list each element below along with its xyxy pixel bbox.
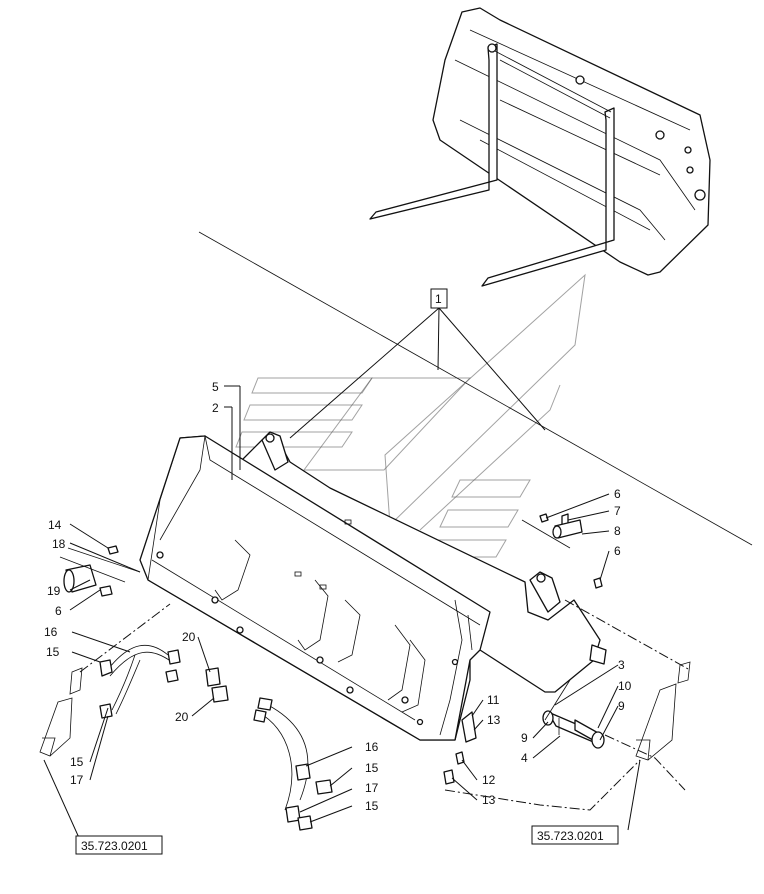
callout-20: 20 (182, 630, 196, 644)
bucket-fork-assembly (369, 7, 711, 287)
callout-10: 10 (618, 679, 632, 693)
right-cylinder-bracket (635, 661, 691, 761)
callout-2: 2 (212, 401, 219, 415)
callout-4: 4 (521, 751, 528, 765)
dash-line-right-1 (564, 599, 691, 671)
main-bucket (139, 431, 607, 741)
callout-11: 11 (487, 693, 500, 707)
callout-6: 6 (614, 487, 621, 501)
callout-15: 15 (70, 755, 84, 769)
left-pin-hardware (59, 545, 141, 597)
callout-12: 12 (482, 773, 496, 787)
callout-15: 15 (365, 799, 379, 813)
dash-line-bottom (444, 759, 641, 811)
reference-box-left[interactable]: 35.723.0201 (75, 835, 163, 855)
callout-16: 16 (44, 625, 58, 639)
callout-13: 13 (482, 793, 496, 807)
center-fittings (443, 711, 477, 785)
callout-9: 9 (618, 699, 625, 713)
callout-9: 9 (521, 731, 528, 745)
callout-6: 6 (55, 604, 62, 618)
callout-19: 19 (47, 584, 61, 598)
callout-8: 8 (614, 524, 621, 538)
callout-14: 13 (487, 713, 501, 727)
callout-15: 15 (365, 761, 379, 775)
callout-1: 1 (435, 292, 442, 306)
leader-lines (43, 385, 641, 841)
dash-line-left (79, 603, 171, 673)
callout-17: 17 (70, 773, 84, 787)
reference-right[interactable]: 35.723.0201 (537, 829, 604, 843)
callout-20: 20 (175, 710, 189, 724)
callout-16: 16 (365, 740, 379, 754)
dash-line-right-2 (604, 734, 686, 791)
callout-17: 17 (365, 781, 379, 795)
right-pin-hardware (521, 513, 603, 589)
hose-assembly-right (253, 697, 333, 831)
right-lower-pin (542, 679, 605, 749)
callout-15: 15 (46, 645, 60, 659)
reference-box-right[interactable]: 35.723.0201 (531, 825, 619, 845)
callout-7: 7 (614, 504, 621, 518)
reference-left[interactable]: 35.723.0201 (81, 839, 148, 853)
callout-6: 6 (614, 544, 621, 558)
callout-5: 5 (212, 380, 219, 394)
callout-group-1: 1 (289, 288, 546, 439)
separator-line (198, 231, 753, 546)
left-cylinder-bracket (39, 667, 83, 757)
callout-3: 3 (618, 658, 625, 672)
callout-13: 14 (48, 518, 62, 532)
hose-assembly-left (99, 644, 229, 719)
callout-18: 18 (52, 537, 66, 551)
